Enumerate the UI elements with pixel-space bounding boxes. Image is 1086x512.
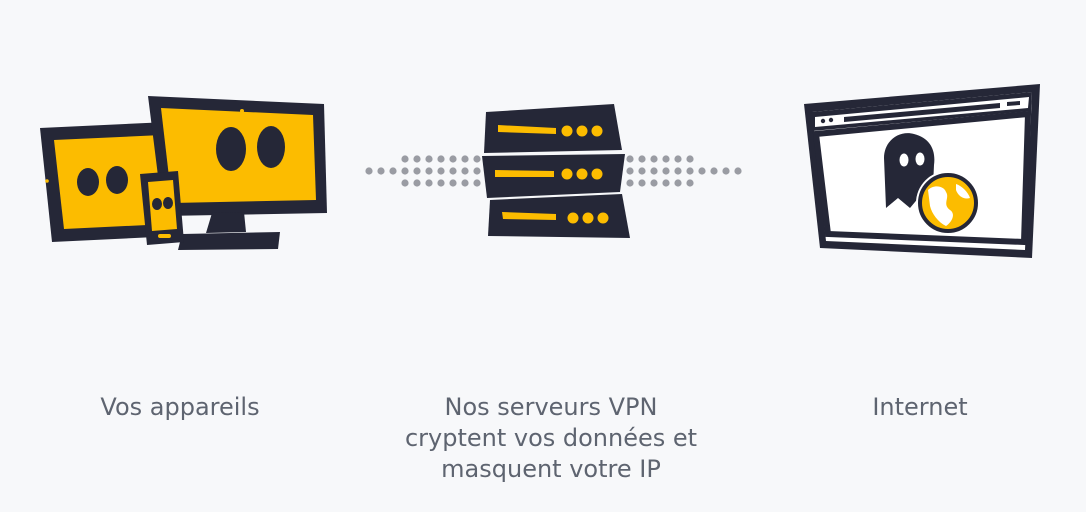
tablet-icon [40,122,176,242]
connection-dots-right [626,155,742,187]
caption-line: Vos appareils [100,393,260,421]
monitor-icon [148,96,327,250]
illustration-canvas [40,84,1040,258]
server-unit [484,104,622,153]
server-unit [482,154,625,198]
caption-line: cryptent vos données et [404,424,698,452]
caption-internet: Internet [780,392,1060,423]
caption-line: Internet [872,393,968,421]
caption-vpn-servers: Nos serveurs VPN cryptent vos données et… [360,392,742,485]
connection-dots-left [365,155,481,187]
caption-line: Nos serveurs VPN [444,393,658,421]
browser-window-icon [804,84,1040,258]
globe-icon [916,171,980,235]
devices-illustration-icon [40,96,327,250]
caption-line: masquent votre IP [441,455,661,483]
server-unit [488,194,630,238]
vpn-servers-illustration-icon [482,104,630,238]
phone-icon [140,171,184,245]
caption-devices: Vos appareils [40,392,320,423]
